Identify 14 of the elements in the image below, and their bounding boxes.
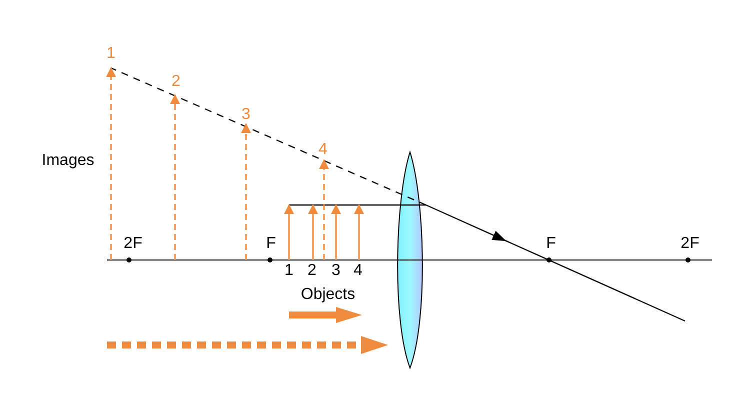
focal-label: 2F — [124, 235, 142, 253]
object-number: 4 — [354, 262, 362, 280]
object-number: 2 — [308, 262, 316, 280]
focal-label: F — [546, 235, 556, 253]
image-number: 4 — [318, 141, 328, 159]
image-number: 3 — [242, 106, 250, 124]
object-number: 1 — [284, 262, 294, 280]
focal-label: F — [266, 235, 276, 253]
image-number: 2 — [172, 73, 180, 91]
axis-caption: Objects — [300, 286, 356, 304]
focal-label: 2F — [680, 235, 700, 253]
image-number: 1 — [106, 45, 116, 63]
axis-caption: Images — [42, 152, 94, 170]
object-number: 3 — [332, 262, 340, 280]
